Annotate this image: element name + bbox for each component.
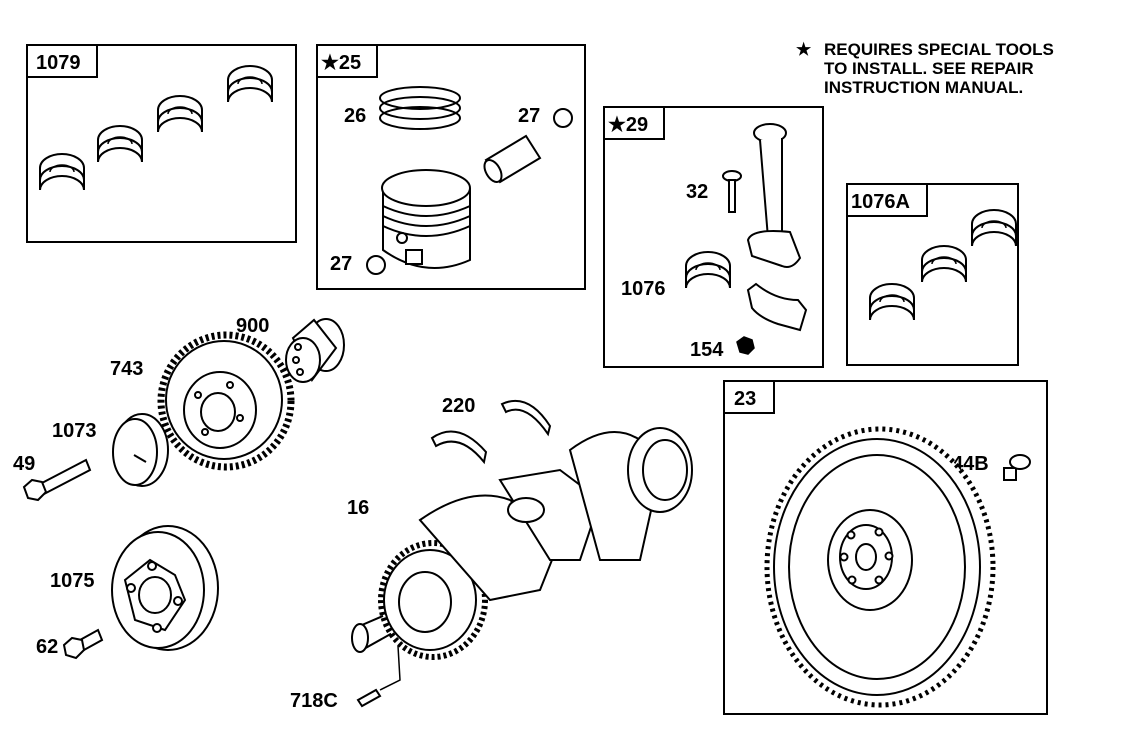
- part-label-16: 16: [347, 497, 369, 519]
- part-label-26: 26: [344, 105, 366, 127]
- part-label-900: 900: [236, 315, 269, 337]
- bearing-shell-icon: [227, 65, 273, 103]
- flywheel-bolt-icon: [1003, 454, 1031, 481]
- part-label-44b: 44B: [952, 453, 989, 475]
- note-line-1: REQUIRES SPECIAL TOOLS: [824, 40, 1054, 59]
- bearing-shell-icon: [921, 245, 967, 283]
- part-label-718c: 718C: [290, 690, 338, 712]
- part-label-154: 154: [690, 339, 724, 361]
- box-1079: 1079: [26, 44, 297, 243]
- part-label-27-top: 27: [518, 105, 540, 127]
- bearing-shell-icon: [39, 153, 85, 191]
- rod-cap-icon: [746, 282, 808, 332]
- piston-rings-icon: [379, 86, 461, 130]
- crankshaft-icon: [351, 427, 693, 660]
- cam-washer-icon: [112, 413, 169, 487]
- nut-icon: [736, 336, 755, 355]
- box-1076a: 1076A: [846, 183, 1019, 366]
- part-label-1076: 1076: [621, 278, 666, 300]
- retaining-clip-icon: [553, 108, 573, 128]
- box-29: ★29 32 1076 154: [603, 106, 824, 368]
- piston-pin-icon: [483, 134, 542, 184]
- part-label-27-bottom: 27: [330, 253, 352, 275]
- bearing-shell-icon: [869, 283, 915, 321]
- piston-icon: [381, 169, 471, 269]
- part-label-62: 62: [36, 636, 58, 658]
- bearing-shell-icon: [685, 251, 731, 289]
- cap-screw-icon: [22, 458, 92, 502]
- box-25: ★25 26 27 27: [316, 44, 586, 290]
- bearing-shell-icon: [97, 125, 143, 163]
- box-label-29: ★29: [608, 114, 648, 136]
- note-line-3: INSTRUCTION MANUAL.: [824, 78, 1024, 97]
- connecting-rod-icon: [746, 123, 802, 268]
- bearing-shell-icon: [157, 95, 203, 133]
- hex-bolt-icon: [62, 628, 104, 660]
- flywheel-icon: [764, 426, 996, 708]
- thrust-washer-icon: [430, 399, 552, 465]
- box-label-1076a: 1076A: [851, 191, 910, 213]
- box-label-1079: 1079: [36, 52, 81, 74]
- key-pin-icon: [356, 645, 401, 708]
- gear-icon: [157, 331, 295, 471]
- box-label-25: ★25: [321, 52, 361, 74]
- part-label-220: 220: [442, 395, 475, 417]
- rod-bolt-icon: [722, 170, 742, 213]
- box-label-23: 23: [734, 388, 756, 410]
- retaining-clip-icon: [366, 255, 386, 275]
- part-label-32: 32: [686, 181, 708, 203]
- bushing-icon: [285, 318, 345, 383]
- drive-hub-icon: [111, 525, 219, 651]
- part-label-49: 49: [13, 453, 35, 475]
- bearing-shell-icon: [971, 209, 1017, 247]
- star-icon: ★: [796, 40, 812, 59]
- note-line-2: TO INSTALL. SEE REPAIR: [824, 59, 1034, 78]
- part-label-1075: 1075: [50, 570, 95, 592]
- part-label-743: 743: [110, 358, 143, 380]
- box-23: 23 44B: [723, 380, 1048, 715]
- part-label-1073: 1073: [52, 420, 97, 442]
